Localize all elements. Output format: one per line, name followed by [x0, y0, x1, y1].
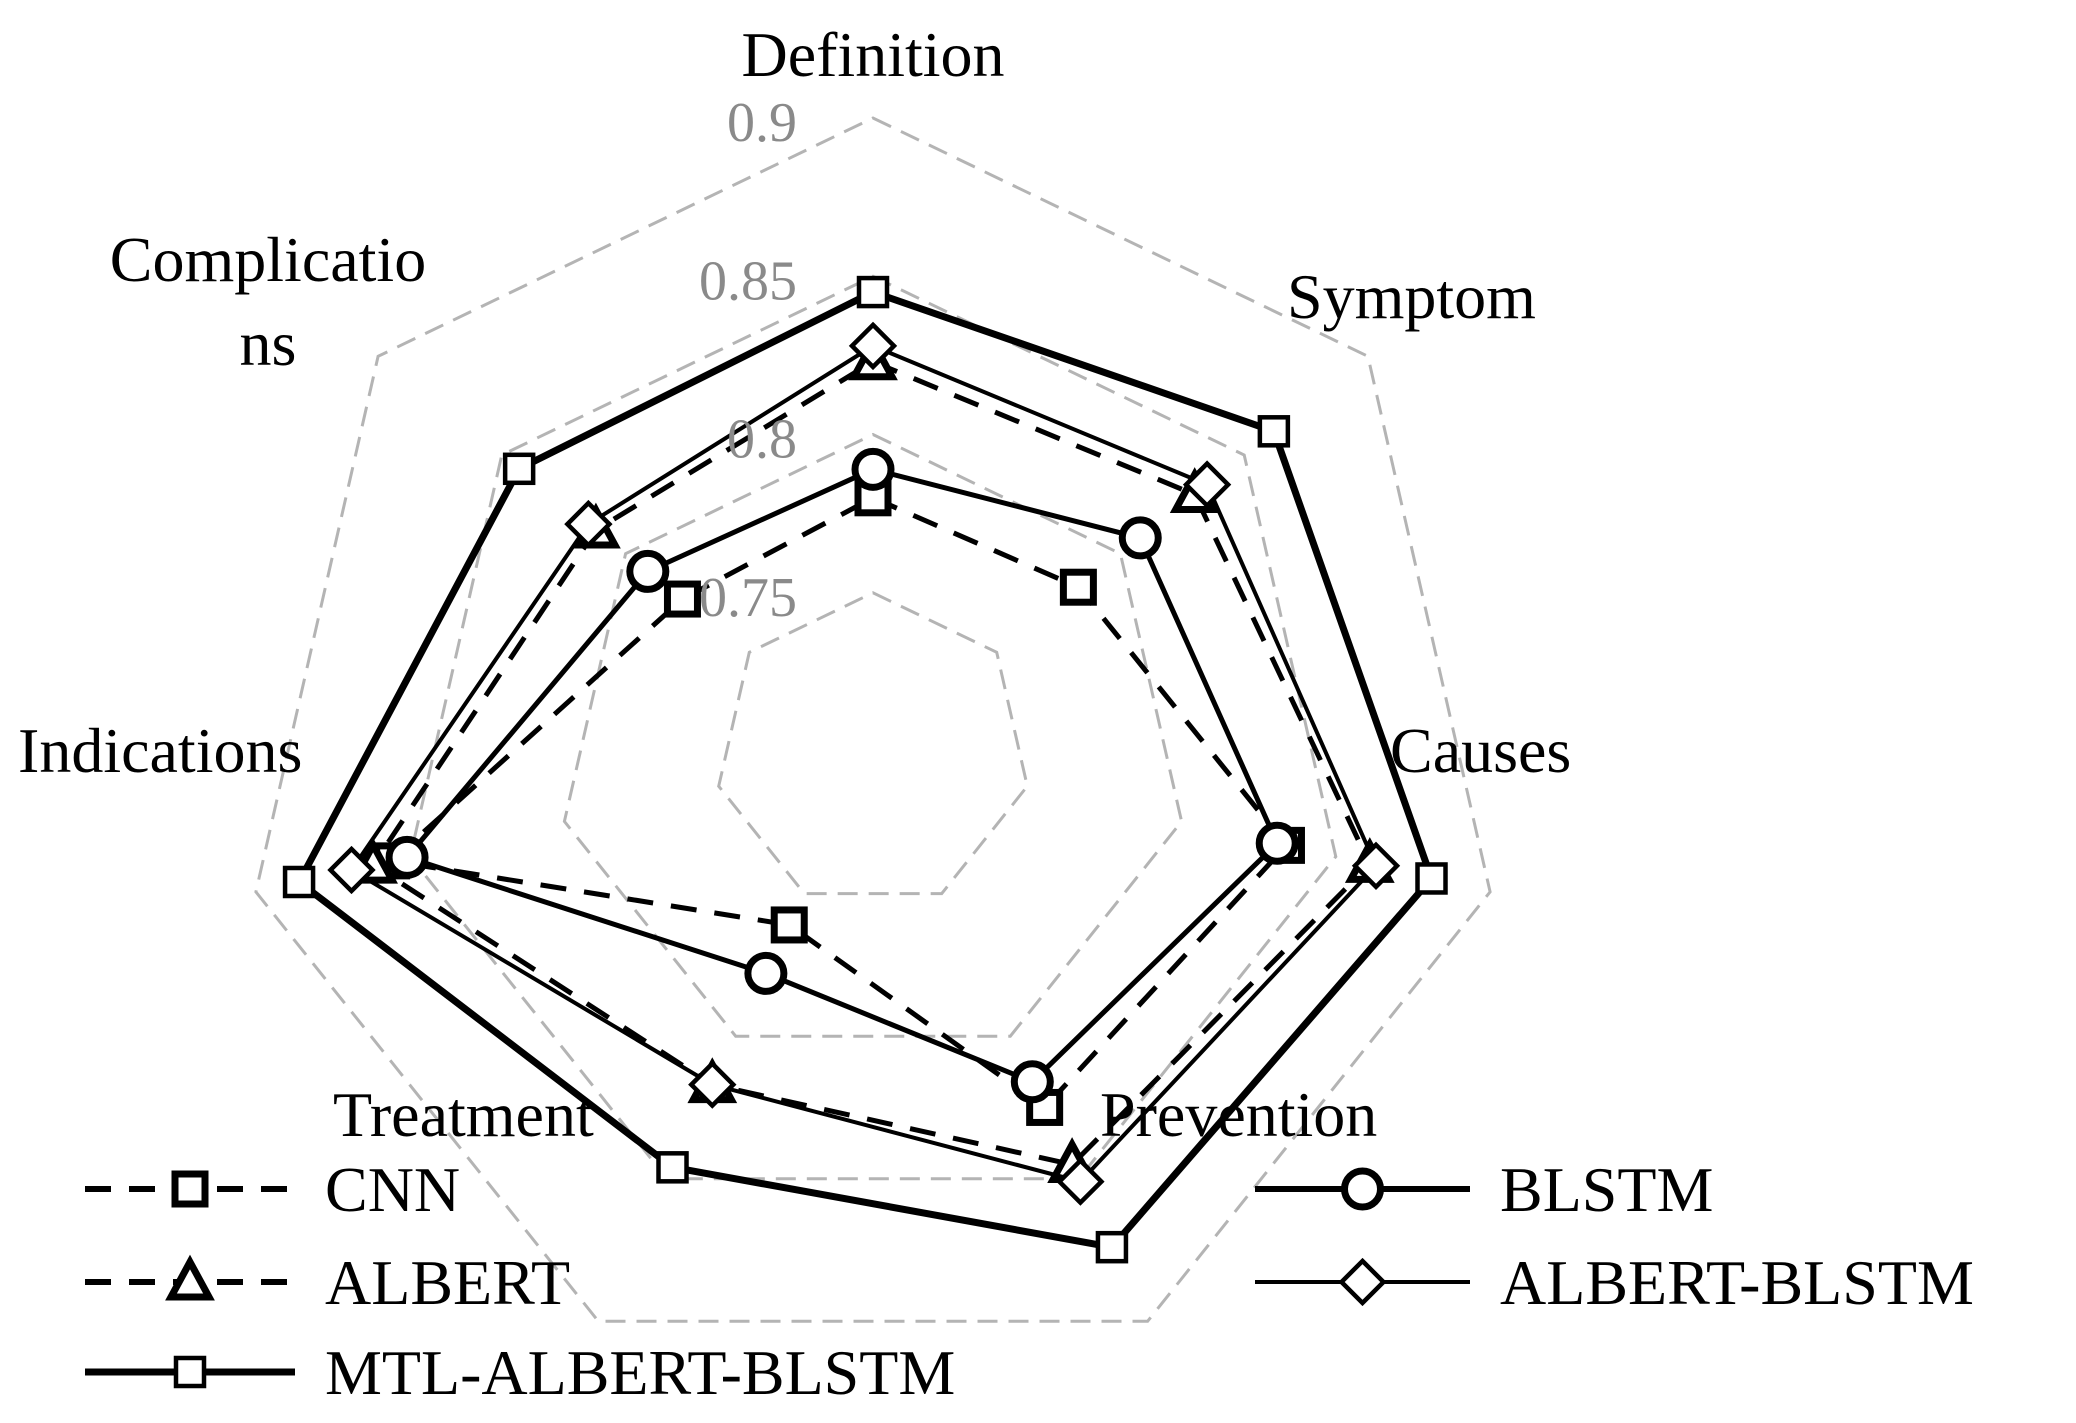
- data-point-cnn-1: [1059, 568, 1097, 606]
- data-point-albert-blstm-1: [1182, 460, 1232, 509]
- data-point-mtl-albert-blstm-4: [656, 1151, 689, 1184]
- axis-label-indications: Indications: [18, 715, 302, 786]
- data-point-mtl-albert-blstm-5: [282, 865, 316, 899]
- axis-label-line: Treatment: [333, 1079, 594, 1150]
- grid-ring-0: [717, 591, 1029, 896]
- data-point-blstm-5: [385, 835, 429, 879]
- legend-marker-cnn: [171, 1170, 209, 1208]
- data-point-mtl-albert-blstm-0: [856, 275, 890, 309]
- data-point-blstm-0: [851, 447, 895, 491]
- axis-label-causes: Causes: [1390, 715, 1571, 786]
- legend-marker-albert-blstm: [1338, 1257, 1387, 1307]
- data-point-mtl-albert-blstm-2: [1415, 862, 1448, 895]
- data-point-albert-blstm-4: [688, 1060, 737, 1109]
- legend-marker-blstm: [1341, 1167, 1384, 1211]
- data-point-mtl-albert-blstm-3: [1095, 1230, 1129, 1264]
- legend-item-blstm: BLSTM: [1255, 1154, 1713, 1225]
- data-point-albert-blstm-0: [848, 321, 898, 371]
- legend-label-cnn: CNN: [325, 1154, 460, 1225]
- series-line-blstm: [402, 466, 1281, 1085]
- series-line-cnn: [386, 495, 1290, 1111]
- tick-label-2: 0.85: [699, 250, 797, 312]
- axis-label-prevention: Prevention: [1100, 1079, 1377, 1150]
- legend-marker-albert: [165, 1254, 215, 1301]
- legend-label-albert: ALBERT: [325, 1247, 570, 1318]
- tick-label-0: 0.75: [699, 567, 797, 629]
- data-point-cnn-6: [663, 580, 701, 618]
- series-albert-blstm: [327, 321, 1401, 1206]
- axis-label-line: Causes: [1390, 715, 1571, 786]
- radar-tick-labels: 0.75 0.8 0.85 0.9: [699, 92, 797, 629]
- data-point-mtl-albert-blstm-1: [1257, 415, 1291, 448]
- data-point-blstm-6: [626, 549, 670, 593]
- grid-ring-1: [562, 432, 1184, 1038]
- axis-label-symptom: Symptom: [1287, 261, 1536, 332]
- grid-ring-2: [408, 274, 1338, 1181]
- data-point-blstm-2: [1255, 821, 1299, 865]
- data-point-blstm-3: [1010, 1060, 1054, 1104]
- legend-item-albert-blstm: ALBERT-BLSTM: [1255, 1247, 1974, 1318]
- series-cnn: [373, 479, 1305, 1126]
- axis-label-complications: Complicatio ns: [110, 224, 426, 379]
- data-point-albert-blstm-6: [564, 499, 613, 549]
- axis-label-line: ns: [240, 308, 297, 379]
- series-line-mtl-albert-blstm: [294, 288, 1436, 1252]
- radar-series: [282, 275, 1448, 1264]
- series-mtl-albert-blstm: [282, 275, 1448, 1264]
- series-line-albert: [369, 358, 1373, 1168]
- series-line-albert-blstm: [348, 343, 1379, 1184]
- legend-label-mtl-albert-blstm: MTL-ALBERT-BLSTM: [325, 1337, 955, 1408]
- axis-label-line: Symptom: [1287, 261, 1536, 332]
- chart-legend: CNN BLSTM ALBERT ALBERT-BLSTM MTL-ALBERT-BLS…: [85, 1154, 1974, 1408]
- legend-label-blstm: BLSTM: [1500, 1154, 1713, 1225]
- data-point-albert-blstm-5: [327, 845, 376, 895]
- axis-label-line: Indications: [18, 715, 302, 786]
- axis-label-line: Definition: [741, 19, 1004, 90]
- data-point-blstm-1: [1118, 516, 1162, 560]
- data-point-mtl-albert-blstm-6: [502, 452, 536, 486]
- data-point-albert-blstm-2: [1351, 841, 1401, 890]
- series-blstm: [385, 447, 1299, 1104]
- data-point-cnn-4: [770, 906, 808, 944]
- grid-ring-3: [254, 116, 1492, 1323]
- legend-item-albert: ALBERT: [85, 1247, 570, 1318]
- data-point-blstm-4: [744, 951, 788, 995]
- radar-grid: [254, 116, 1492, 1323]
- tick-label-1: 0.8: [727, 409, 797, 471]
- axis-label-line: Complicatio: [110, 224, 426, 295]
- legend-item-mtl-albert-blstm: MTL-ALBERT-BLSTM: [85, 1337, 955, 1408]
- data-point-albert-blstm-3: [1056, 1157, 1105, 1206]
- legend-marker-mtl-albert-blstm: [173, 1355, 207, 1389]
- legend-item-cnn: CNN: [85, 1154, 460, 1225]
- tick-label-3: 0.9: [727, 92, 797, 154]
- legend-label-albert-blstm: ALBERT-BLSTM: [1500, 1247, 1974, 1318]
- axis-label-definition: Definition: [741, 19, 1004, 90]
- axis-label-line: Prevention: [1100, 1079, 1377, 1150]
- axis-label-treatment: Treatment: [333, 1079, 594, 1150]
